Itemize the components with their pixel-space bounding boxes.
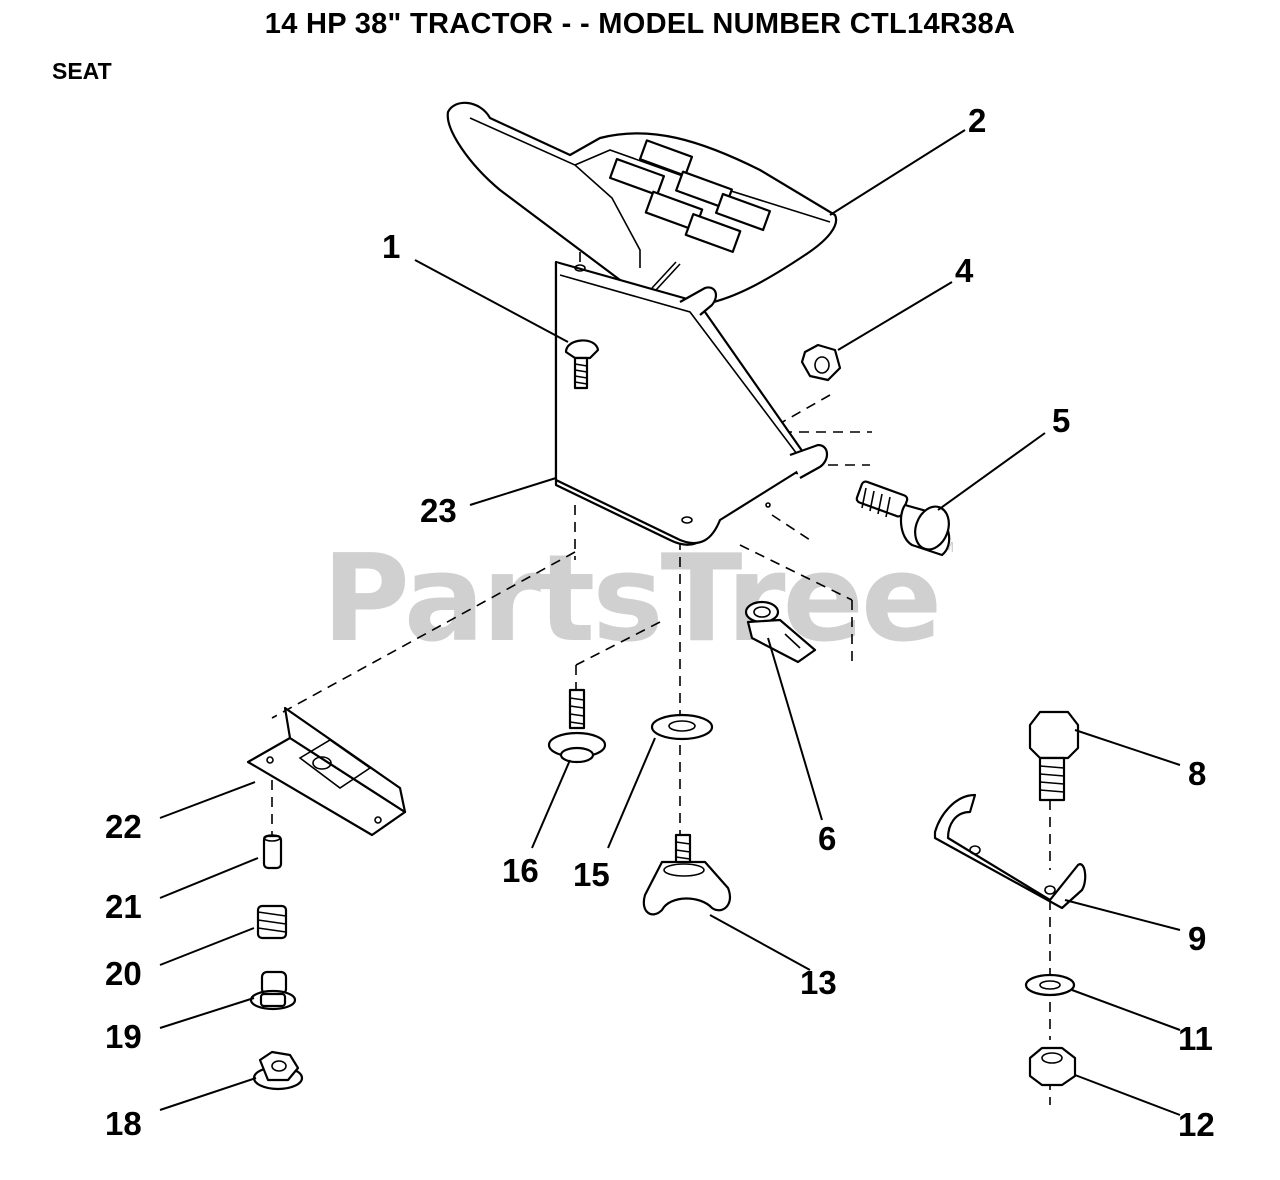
flat-washer-part [650,713,714,741]
callout-19: 19 [105,1018,142,1055]
callout-12: 12 [1178,1106,1215,1143]
spring-part [256,904,288,940]
seat-pan-part [554,260,829,546]
mounting-bracket-part [933,793,1087,910]
callout-21: 21 [105,888,142,925]
callout-20: 20 [105,955,142,992]
callout-5: 5 [1052,402,1070,439]
hex-bolt-part [1028,710,1080,802]
callout-22: 22 [105,808,142,845]
callout-4: 4 [955,252,974,289]
lock-nut-part [1028,1046,1077,1087]
callout-16: 16 [502,852,539,889]
hex-nut-part [800,343,842,382]
callout-1: 1 [382,228,400,265]
shoulder-bolt-part [855,480,951,557]
callouts: 2 1 4 5 23 6 8 9 11 12 13 15 16 22 21 20… [105,102,1215,1143]
pin-part [262,834,283,870]
carriage-bolt-part [564,339,600,390]
watermark: PartsTree TM [322,530,954,669]
callout-8: 8 [1188,755,1206,792]
seat-part [446,101,838,308]
diagram-title: 14 HP 38" TRACTOR - - MODEL NUMBER CTL14… [264,8,1016,40]
callout-6: 6 [818,820,836,857]
callout-23: 23 [420,492,457,529]
callout-9: 9 [1188,920,1206,957]
lock-washer-part [1024,973,1076,997]
watermark-text: PartsTree [322,530,939,669]
callout-15: 15 [573,856,610,893]
spacer-part [249,970,297,1011]
slide-bracket-part [246,706,407,837]
callout-2: 2 [968,102,986,139]
section-label: SEAT [52,58,112,84]
flange-bolt-part [547,688,607,764]
callout-13: 13 [800,964,837,1001]
flange-nut-part [252,1050,304,1091]
knob-part [642,833,731,916]
callout-18: 18 [105,1105,142,1142]
adjusting-clip-part [744,600,817,664]
callout-11: 11 [1178,1020,1213,1057]
leader-lines [159,129,1181,1116]
